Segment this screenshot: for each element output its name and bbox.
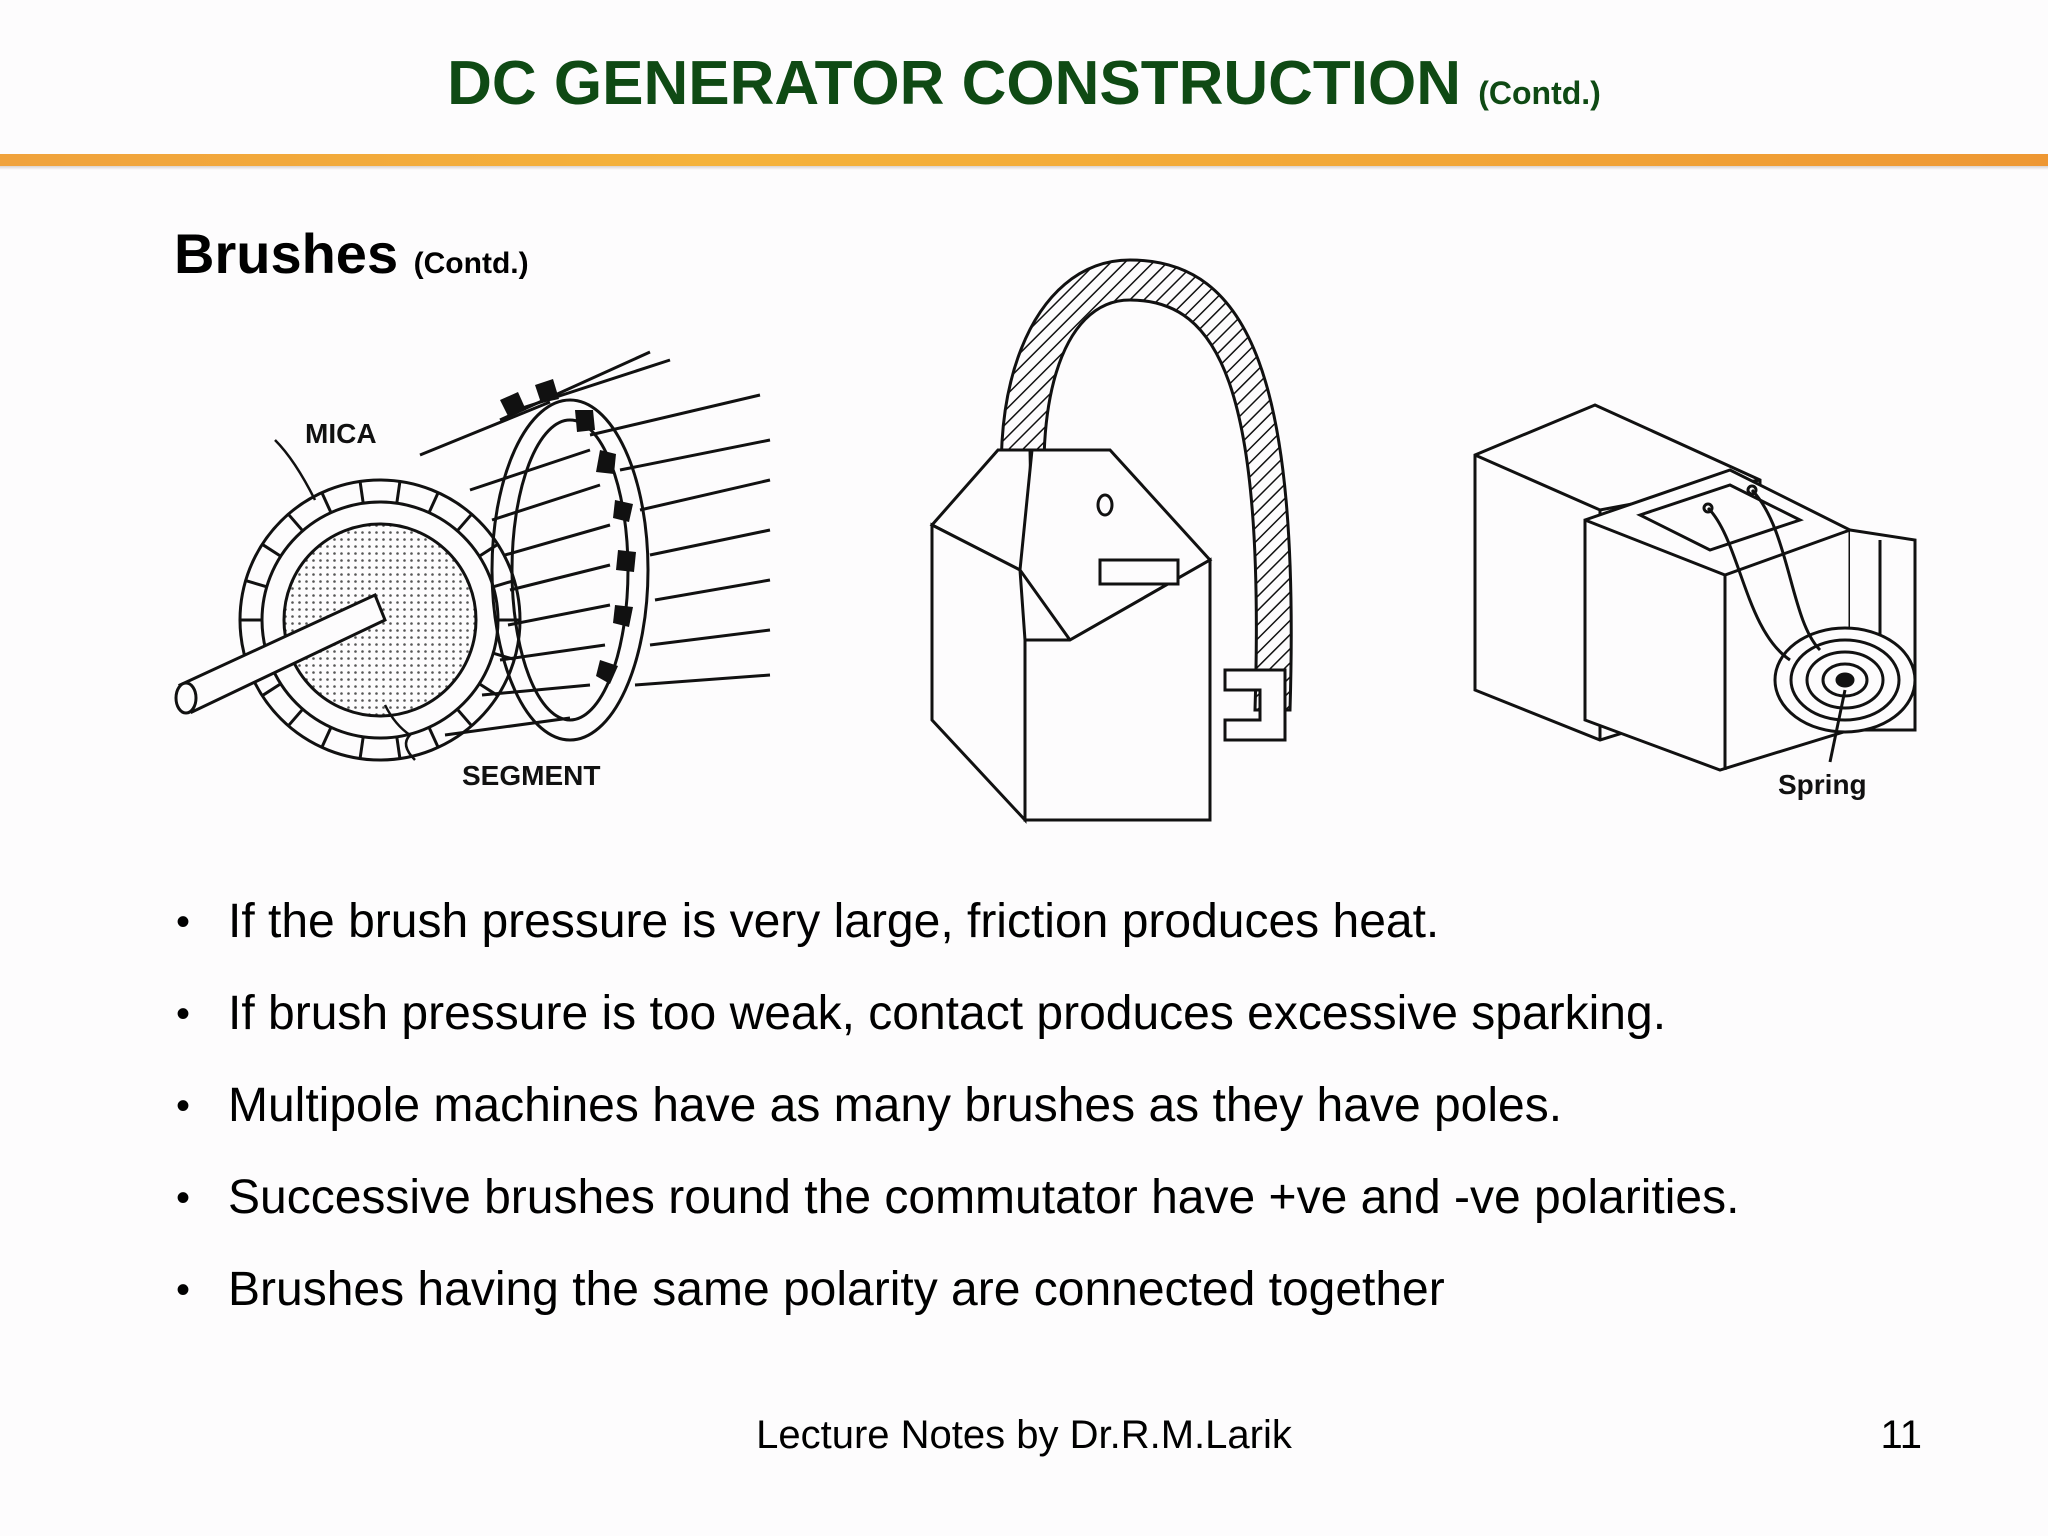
bullet-dot: • <box>176 900 191 944</box>
bullet-dot: • <box>176 1084 191 1128</box>
commutator-segment-divider <box>358 481 365 504</box>
bullet-item: • If brush pressure is too weak, contact … <box>170 968 1970 1060</box>
slide-title-text: DC GENERATOR CONSTRUCTION <box>447 49 1461 118</box>
bullet-item: • Multipole machines have as many brushes… <box>170 1060 1970 1152</box>
commutator-segment-divider <box>261 682 282 697</box>
commutator-segment-divider <box>492 579 515 589</box>
title-divider <box>0 154 2048 166</box>
commutator-segment-divider <box>427 726 440 748</box>
commutator-segment-divider <box>456 708 473 727</box>
bullet-text: If the brush pressure is very large, fri… <box>228 895 1440 948</box>
bullet-text: If brush pressure is too weak, contact p… <box>228 987 1667 1040</box>
commutator-segment-divider <box>320 726 333 748</box>
commutator-segment-divider <box>395 481 402 504</box>
section-heading-text: Brushes <box>174 222 399 285</box>
mica-label: MICA <box>305 418 377 449</box>
commutator-segment-divider <box>427 492 440 514</box>
page-number: 11 <box>1880 1413 1922 1457</box>
slide-title-suffix: (Contd.) <box>1478 75 1601 111</box>
commutator-illustration: MICA SEGMENT <box>174 350 771 791</box>
commutator-segment-divider <box>287 513 304 532</box>
commutator-segment-divider <box>456 513 473 532</box>
section-heading: Brushes (Contd.) <box>174 222 529 296</box>
commutator-segment-divider <box>320 492 333 514</box>
commutator-segment-divider <box>478 682 499 697</box>
bullet-list: • If the brush pressure is very large, fr… <box>170 876 1970 1336</box>
carbon-brush-illustration <box>929 258 1293 824</box>
brush-holder-illustration: Spring <box>1473 403 1917 800</box>
slide-title: DC GENERATOR CONSTRUCTION (Contd.) <box>0 46 2048 131</box>
segment-label: SEGMENT <box>462 760 600 791</box>
bullet-item: • Brushes having the same polarity are co… <box>170 1244 1970 1336</box>
bullet-text: Multipole machines have as many brushes … <box>228 1079 1563 1132</box>
commutator-segment-divider <box>358 736 365 759</box>
title-divider-shadow <box>0 166 2048 170</box>
bullet-dot: • <box>176 1176 191 1220</box>
commutator-segment-divider <box>478 543 499 558</box>
section-heading-suffix: (Contd.) <box>413 247 529 280</box>
commutator-segment-divider <box>492 651 515 661</box>
bullet-text: Brushes having the same polarity are con… <box>228 1263 1445 1316</box>
bullet-dot: • <box>176 992 191 1036</box>
commutator-segment-divider <box>261 543 282 558</box>
footer-credit: Lecture Notes by Dr.R.M.Larik <box>756 1413 1292 1457</box>
bullet-item: • Successive brushes round the commutator… <box>170 1152 1970 1244</box>
bullet-text: Successive brushes round the commutator … <box>228 1171 1740 1224</box>
spring-label: Spring <box>1778 769 1867 800</box>
commutator-segment-divider <box>395 736 402 759</box>
commutator-segment-divider <box>287 708 304 727</box>
bullet-dot: • <box>176 1268 191 1312</box>
commutator-segment-divider <box>245 579 268 589</box>
bullet-item: • If the brush pressure is very large, fr… <box>170 876 1970 968</box>
